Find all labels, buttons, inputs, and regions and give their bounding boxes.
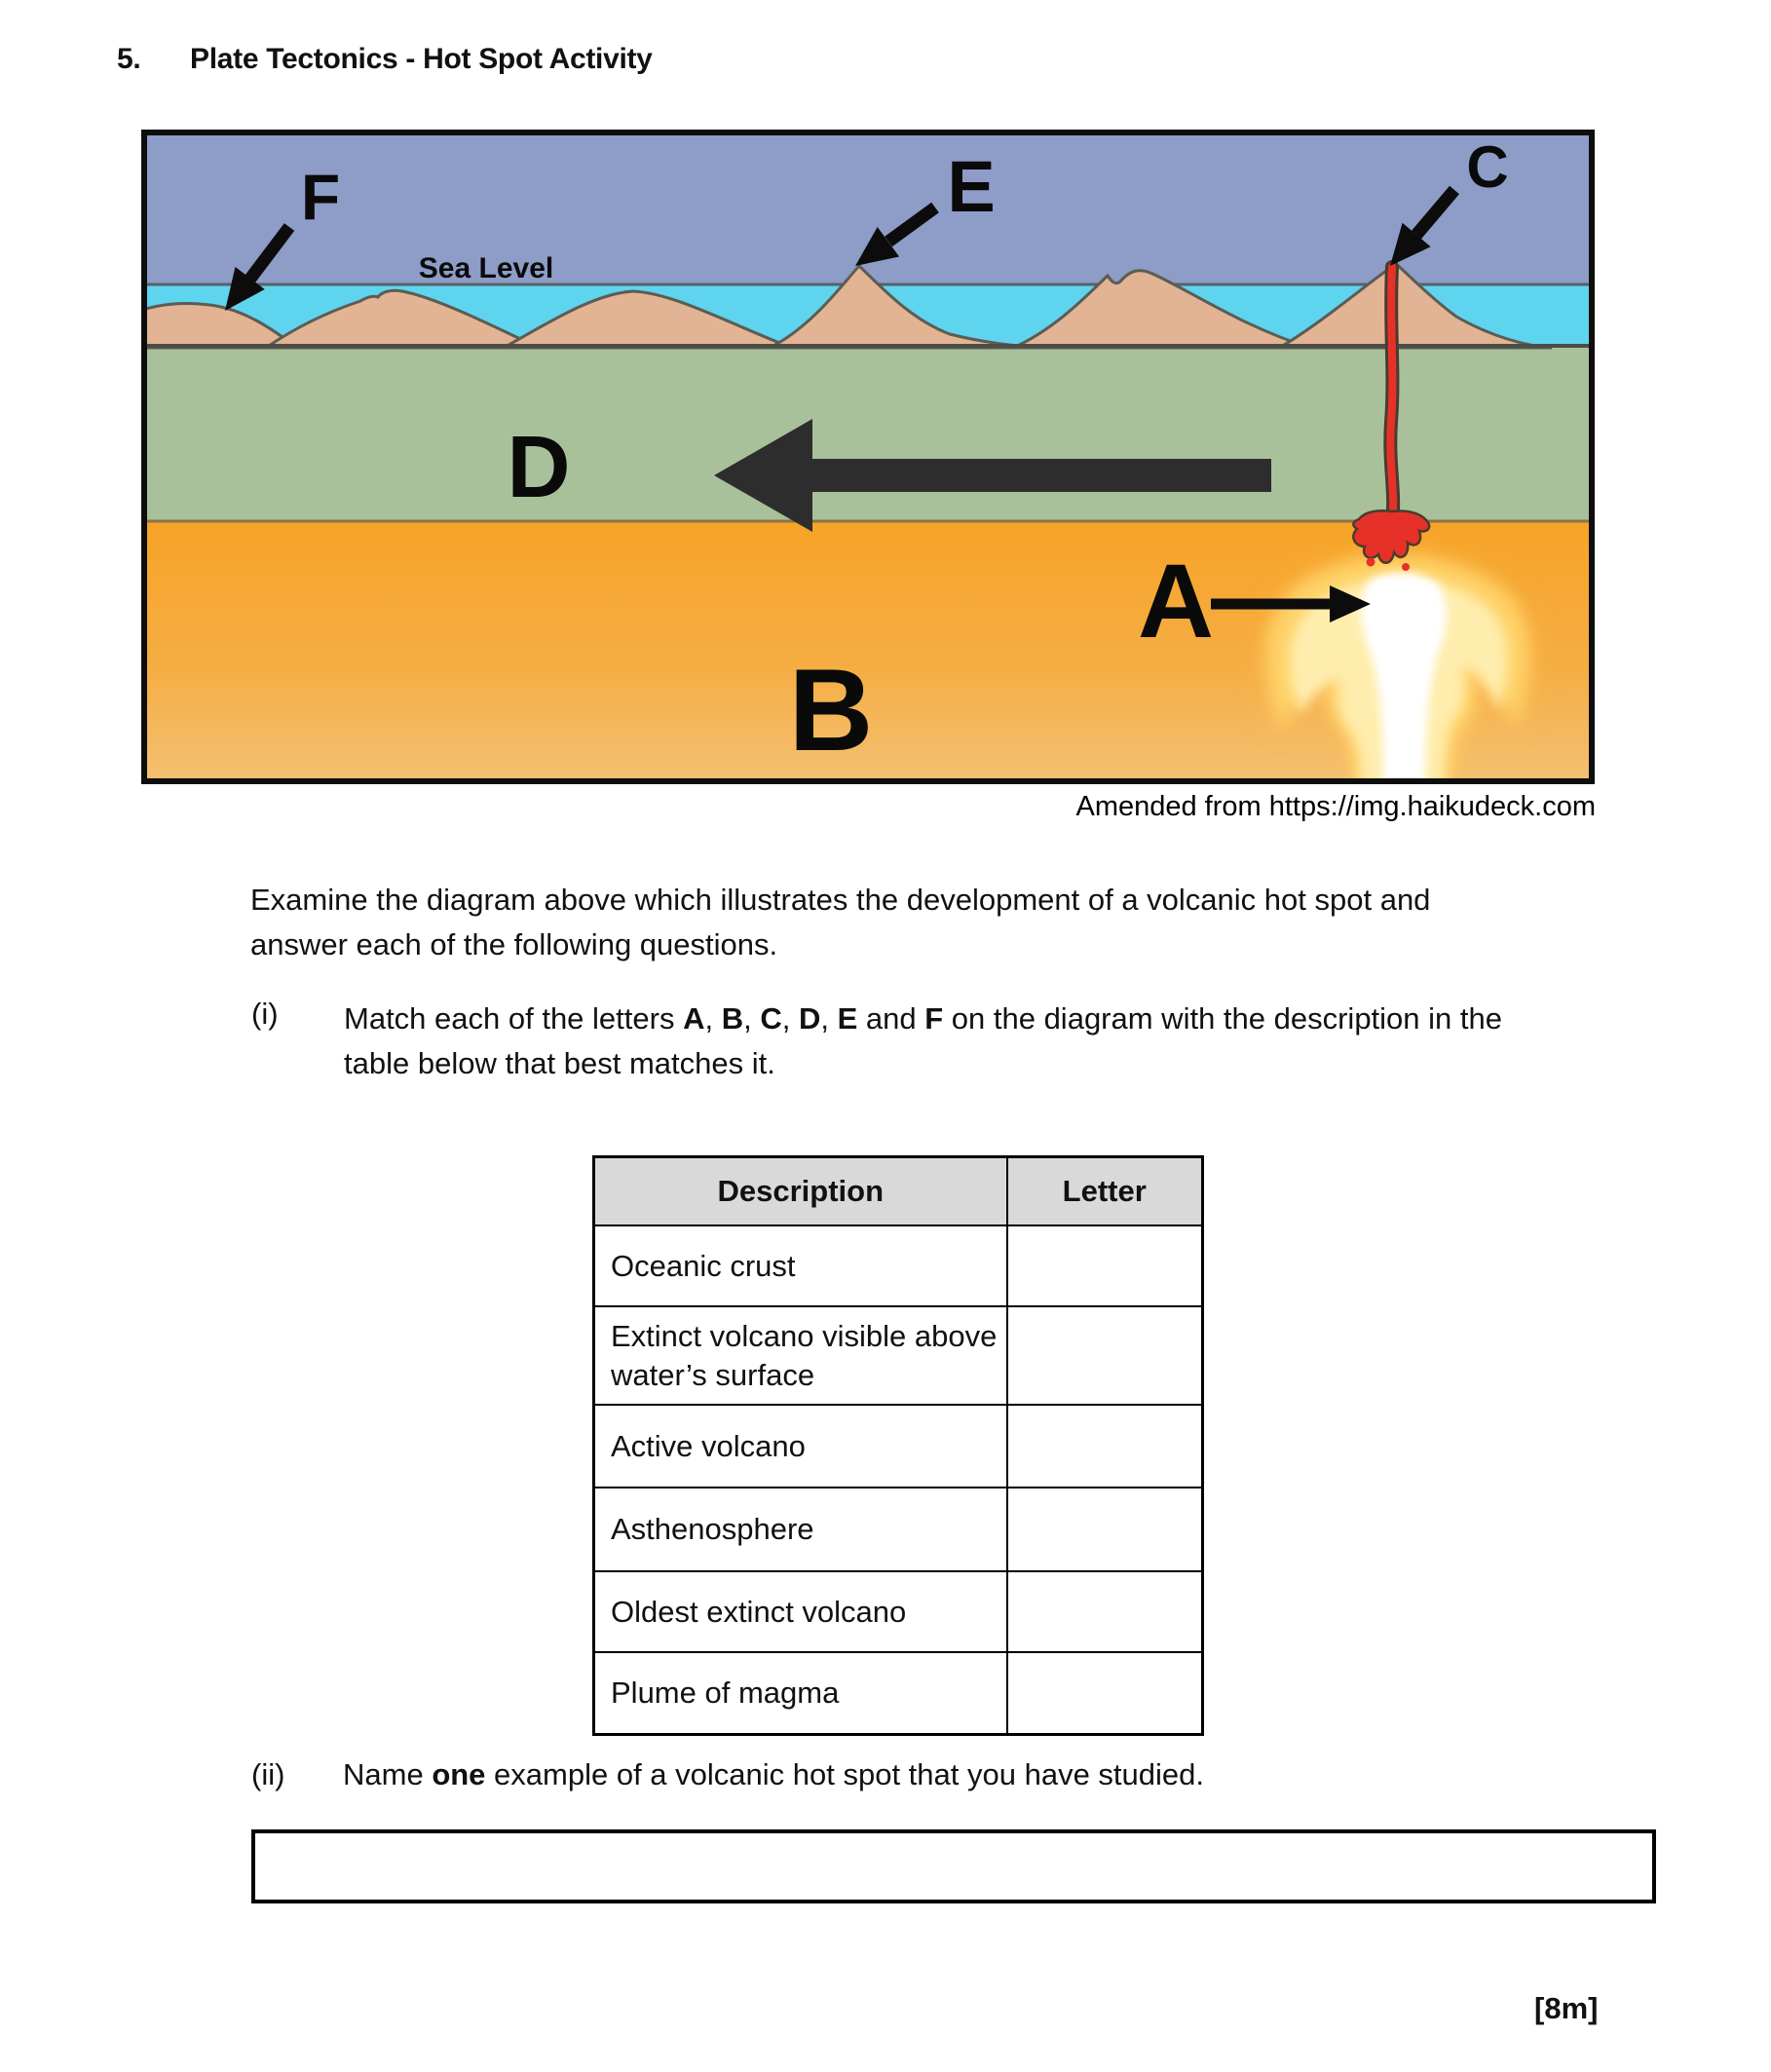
letter-answer-cell[interactable]: [1005, 1570, 1204, 1653]
text-segment: ,: [704, 1001, 722, 1036]
letter-answer-cell[interactable]: [1005, 1651, 1204, 1736]
description-cell: Extinct volcano visible above water’s su…: [592, 1305, 1008, 1406]
island-2: [261, 288, 540, 350]
island-chain: [141, 262, 1553, 350]
letter-answer-cell[interactable]: [1005, 1305, 1204, 1406]
letter-answer-cell[interactable]: [1005, 1404, 1204, 1488]
question-i-line-2: table below that best matches it.: [344, 1046, 775, 1080]
text-segment: C: [760, 1001, 782, 1036]
question-i-text: Match each of the letters A, B, C, D, E …: [344, 997, 1639, 1086]
plate-motion-arrow: [714, 419, 1271, 532]
arrow-f-head: [225, 267, 265, 311]
pointer-arrows: [225, 185, 1459, 622]
table-row: Active volcano: [592, 1404, 1204, 1488]
text-segment: one: [432, 1757, 486, 1791]
table-row: Asthenosphere: [592, 1487, 1204, 1572]
table-row: Oldest extinct volcano: [592, 1570, 1204, 1653]
intro-paragraph: Examine the diagram above which illustra…: [250, 878, 1614, 967]
text-segment: Match each of the letters: [344, 1001, 684, 1036]
text-segment: and: [857, 1001, 925, 1036]
arrow-e-head: [855, 227, 900, 266]
island-oldest-extinct: [141, 302, 302, 350]
description-cell: Plume of magma: [592, 1651, 1008, 1736]
question-i-line-1: Match each of the letters A, B, C, D, E …: [344, 997, 1639, 1041]
question-i-label: (i): [251, 997, 279, 1031]
table-header-description: Description: [592, 1155, 1008, 1226]
page-title: Plate Tectonics - Hot Spot Activity: [190, 43, 653, 75]
table-header-row: Description Letter: [592, 1155, 1204, 1226]
arrow-f-shaft: [245, 223, 295, 283]
magma-drip: [1366, 557, 1375, 567]
hot-spot-diagram: F E C D A B Sea Level: [141, 130, 1595, 784]
plume-core: [1361, 572, 1447, 784]
answer-box[interactable]: [251, 1829, 1656, 1903]
label-b: B: [789, 645, 874, 775]
text-segment: example of a volcanic hot spot that you …: [485, 1757, 1205, 1791]
label-a: A: [1138, 542, 1214, 659]
text-segment: E: [837, 1001, 858, 1036]
question-ii-text: Name one example of a volcanic hot spot …: [343, 1757, 1204, 1792]
letter-answer-cell[interactable]: [1005, 1487, 1204, 1572]
diagram-border: [141, 130, 1595, 784]
description-cell: Oldest extinct volcano: [592, 1570, 1008, 1653]
text-segment: on the diagram with the description in t…: [943, 1001, 1502, 1036]
text-segment: ,: [820, 1001, 838, 1036]
text-segment: B: [721, 1001, 744, 1036]
oceanic-crust-layer: [141, 346, 1595, 521]
island-5: [1012, 269, 1311, 350]
image-attribution: Amended from https://img.haikudeck.com: [1075, 791, 1596, 822]
label-d: D: [508, 419, 571, 516]
text-segment: ,: [743, 1001, 761, 1036]
conduit-red: [1386, 263, 1398, 529]
text-segment: F: [924, 1001, 944, 1036]
label-e: E: [947, 146, 995, 227]
marks-badge: [8m]: [1534, 1991, 1599, 2025]
arrow-a-head: [1330, 585, 1371, 622]
sea-level-label: Sea Level: [419, 252, 553, 284]
question-number: 5.: [117, 43, 141, 75]
description-cell: Asthenosphere: [592, 1487, 1008, 1572]
text-segment: A: [683, 1001, 705, 1036]
label-c: C: [1466, 134, 1508, 200]
island-3: [498, 289, 793, 350]
magma-conduit: [1352, 260, 1431, 571]
table-row: Plume of magma: [592, 1651, 1204, 1736]
conduit-splatter: [1352, 509, 1431, 564]
magma-drip: [1402, 563, 1410, 571]
question-ii-label: (ii): [251, 1757, 285, 1791]
island-active-volcano: [1273, 262, 1553, 350]
arrow-c-shaft: [1412, 185, 1459, 240]
text-segment: D: [798, 1001, 821, 1036]
table-row: Oceanic crust: [592, 1224, 1204, 1307]
table-row: Extinct volcano visible above water’s su…: [592, 1305, 1204, 1406]
intro-line-1: Examine the diagram above which illustra…: [250, 883, 1431, 917]
arrow-e-shaft: [885, 202, 939, 247]
table-header-letter: Letter: [1005, 1155, 1204, 1226]
label-f: F: [301, 161, 340, 233]
description-cell: Oceanic crust: [592, 1224, 1008, 1307]
text-segment: Name: [343, 1757, 433, 1791]
description-cell: Active volcano: [592, 1404, 1008, 1488]
arrow-c-head: [1390, 222, 1431, 266]
intro-line-2: answer each of the following questions.: [250, 927, 778, 961]
letter-answer-cell[interactable]: [1005, 1224, 1204, 1307]
text-segment: ,: [781, 1001, 799, 1036]
